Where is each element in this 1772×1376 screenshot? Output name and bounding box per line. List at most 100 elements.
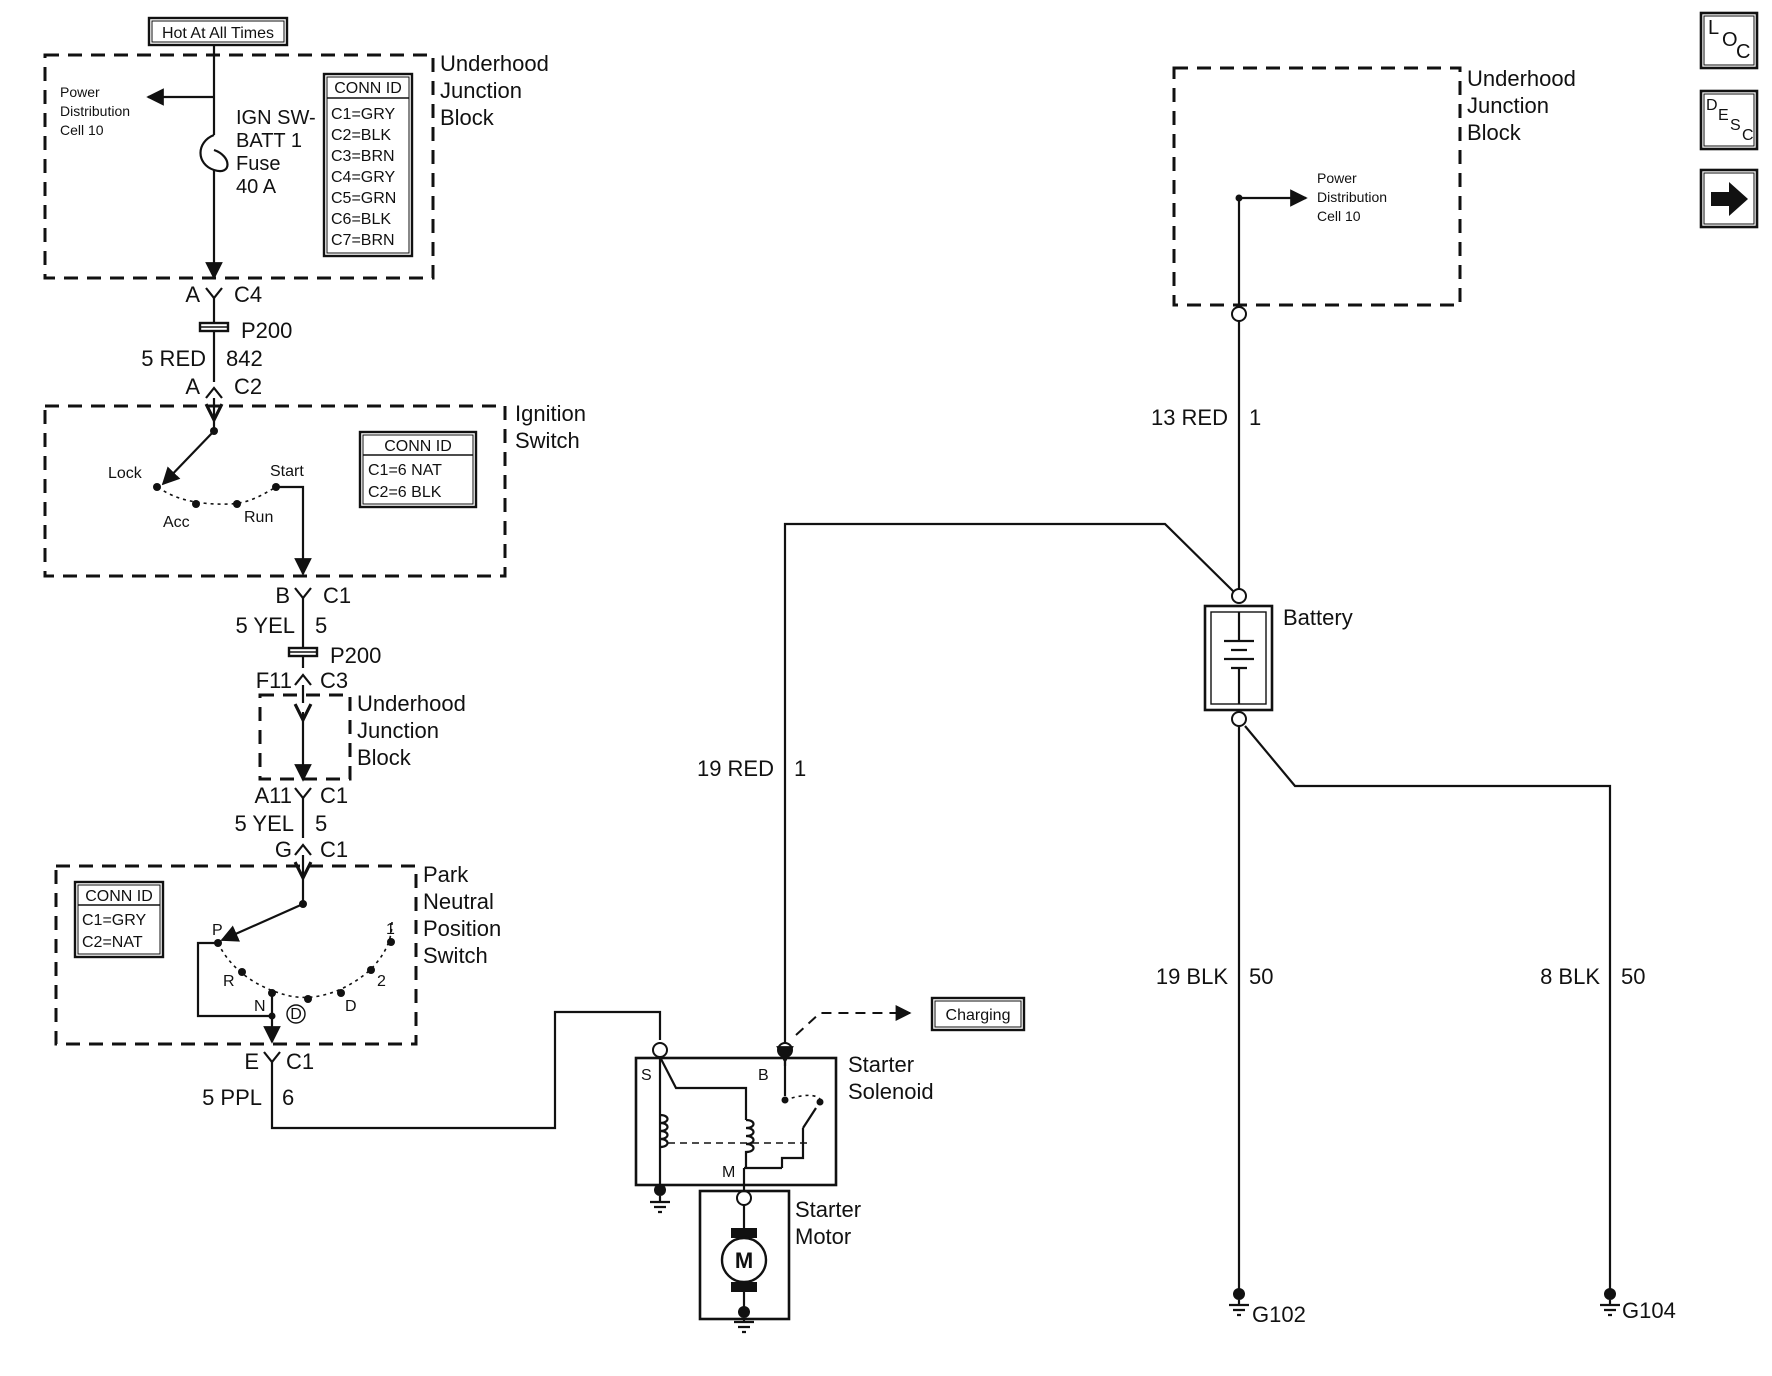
ignition-switch	[43, 404, 507, 578]
svg-text:1: 1	[794, 756, 806, 781]
ignition-label-start: Start	[270, 463, 304, 480]
svg-text:Park: Park	[423, 862, 469, 887]
solenoid-s-terminal	[652, 1042, 668, 1058]
svg-text:Power: Power	[1317, 170, 1357, 186]
svg-text:BATT 1: BATT 1	[236, 130, 302, 152]
svg-text:5: 5	[315, 811, 327, 836]
svg-text:Switch: Switch	[423, 943, 488, 968]
svg-text:CONN ID: CONN ID	[384, 438, 452, 455]
svg-text:Underhood: Underhood	[357, 691, 466, 716]
overdrive-circle-icon	[286, 1004, 306, 1024]
ignition-switch-track	[157, 486, 277, 505]
underhood-junction-block-top-title: Underhood Junction Block	[440, 51, 549, 130]
svg-text:C1=GRY: C1=GRY	[82, 912, 147, 929]
svg-text:Starter: Starter	[795, 1197, 861, 1222]
wire-5-ppl-label: 5 PPL 6	[202, 1085, 294, 1110]
pnp-position-r	[238, 968, 246, 976]
connector-a11-c1: A11 C1	[254, 783, 348, 808]
solenoid-hold-in-coil	[659, 1113, 669, 1149]
svg-text:Fuse: Fuse	[236, 153, 280, 175]
charging-reference-arrow	[795, 1005, 912, 1036]
ground-g104-label: G104	[1622, 1298, 1676, 1323]
svg-text:1: 1	[1249, 405, 1261, 430]
svg-text:Underhood: Underhood	[1467, 66, 1576, 91]
svg-text:C2=6 BLK: C2=6 BLK	[368, 484, 442, 501]
svg-text:G: G	[275, 837, 292, 862]
connector-c4: A C4	[185, 282, 262, 307]
svg-text:B: B	[275, 583, 290, 608]
loc-button[interactable]: L O C	[1699, 11, 1759, 70]
conn-id-table-pnp: CONN ID C1=GRY C2=NAT	[73, 880, 165, 959]
motor-ground-icon	[734, 1306, 754, 1334]
charging-reference: Charging	[930, 996, 1026, 1032]
svg-text:40 A: 40 A	[236, 176, 277, 198]
ignition-label-lock: Lock	[108, 465, 143, 482]
power-distribution-label: Power Distribution Cell 10	[60, 84, 130, 138]
svg-text:Cell 10: Cell 10	[1317, 208, 1361, 224]
ignition-label-acc: Acc	[163, 514, 190, 531]
svg-text:5: 5	[315, 613, 327, 638]
solenoid-pull-in-coil	[744, 1118, 755, 1168]
svg-text:C3=BRN: C3=BRN	[331, 148, 395, 165]
svg-text:Motor: Motor	[795, 1224, 851, 1249]
p200-splice-bottom: P200	[287, 643, 381, 668]
solenoid-label-b: B	[758, 1067, 769, 1084]
ignition-switch-blade	[161, 430, 215, 486]
pnp-label-r: R	[223, 973, 235, 990]
conn-id-table-ujb: CONN ID C1=GRY C2=BLK C3=BRN C4=GRY C5=G…	[322, 72, 414, 258]
solenoid-m-terminal	[736, 1190, 752, 1206]
underhood-junction-block-middle-title: Underhood Junction Block	[357, 691, 466, 770]
solenoid-contact-track	[784, 1094, 823, 1103]
svg-text:Ignition: Ignition	[515, 401, 586, 426]
svg-text:C1: C1	[286, 1049, 314, 1074]
motor-brush-bottom	[731, 1282, 757, 1292]
pnp-splice-dot	[268, 1012, 276, 1020]
wire-842-label: 5 RED 842	[141, 346, 263, 371]
connector-e-c1: E C1	[244, 1049, 314, 1074]
svg-text:C4=GRY: C4=GRY	[331, 169, 396, 186]
desc-button[interactable]: D E S C	[1699, 89, 1759, 151]
battery-negative-terminal	[1231, 711, 1247, 727]
starter-solenoid-title: Starter Solenoid	[848, 1052, 934, 1104]
svg-text:C6=BLK: C6=BLK	[331, 211, 391, 228]
wire-19-blk-label: 19 BLK 50	[1156, 964, 1274, 989]
connector-c2: A C2	[185, 374, 262, 399]
svg-text:Position: Position	[423, 916, 501, 941]
pnp-position-d	[337, 989, 345, 997]
ignition-position-lock	[153, 483, 161, 491]
svg-text:A: A	[185, 374, 200, 399]
svg-text:50: 50	[1249, 964, 1273, 989]
svg-text:F11: F11	[256, 668, 292, 693]
svg-text:C3: C3	[320, 668, 348, 693]
svg-text:Neutral: Neutral	[423, 889, 494, 914]
svg-text:Block: Block	[440, 105, 495, 130]
ignition-position-acc	[192, 500, 200, 508]
wire-13-red-label: 13 RED 1	[1151, 405, 1261, 430]
svg-text:Junction: Junction	[1467, 93, 1549, 118]
fuse-symbol	[199, 133, 229, 173]
svg-text:C1: C1	[320, 837, 348, 862]
pnp-switch-track	[217, 921, 393, 999]
svg-text:C2=NAT: C2=NAT	[82, 934, 143, 951]
wire-8-blk-label: 8 BLK 50	[1540, 964, 1645, 989]
pnp-label-od: D	[290, 1006, 302, 1023]
battery	[1203, 604, 1274, 712]
svg-text:5 YEL: 5 YEL	[234, 811, 294, 836]
battery-label: Battery	[1283, 605, 1353, 630]
park-neutral-position-switch	[54, 864, 418, 1046]
svg-text:C1: C1	[323, 583, 351, 608]
underhood-junction-block-top	[43, 53, 435, 280]
svg-text:C1=GRY: C1=GRY	[331, 106, 396, 123]
svg-text:Charging: Charging	[946, 1007, 1011, 1024]
pnp-label-d: D	[345, 998, 357, 1015]
svg-text:13 RED: 13 RED	[1151, 405, 1228, 430]
wire-19-red	[783, 522, 1235, 1043]
pnp-position-2	[367, 966, 375, 974]
next-arrow-button[interactable]	[1699, 168, 1759, 229]
svg-text:5 RED: 5 RED	[141, 346, 206, 371]
svg-text:6: 6	[282, 1085, 294, 1110]
ignition-position-run	[233, 500, 241, 508]
svg-text:19 BLK: 19 BLK	[1156, 964, 1228, 989]
wire-5-ppl	[270, 1010, 662, 1130]
